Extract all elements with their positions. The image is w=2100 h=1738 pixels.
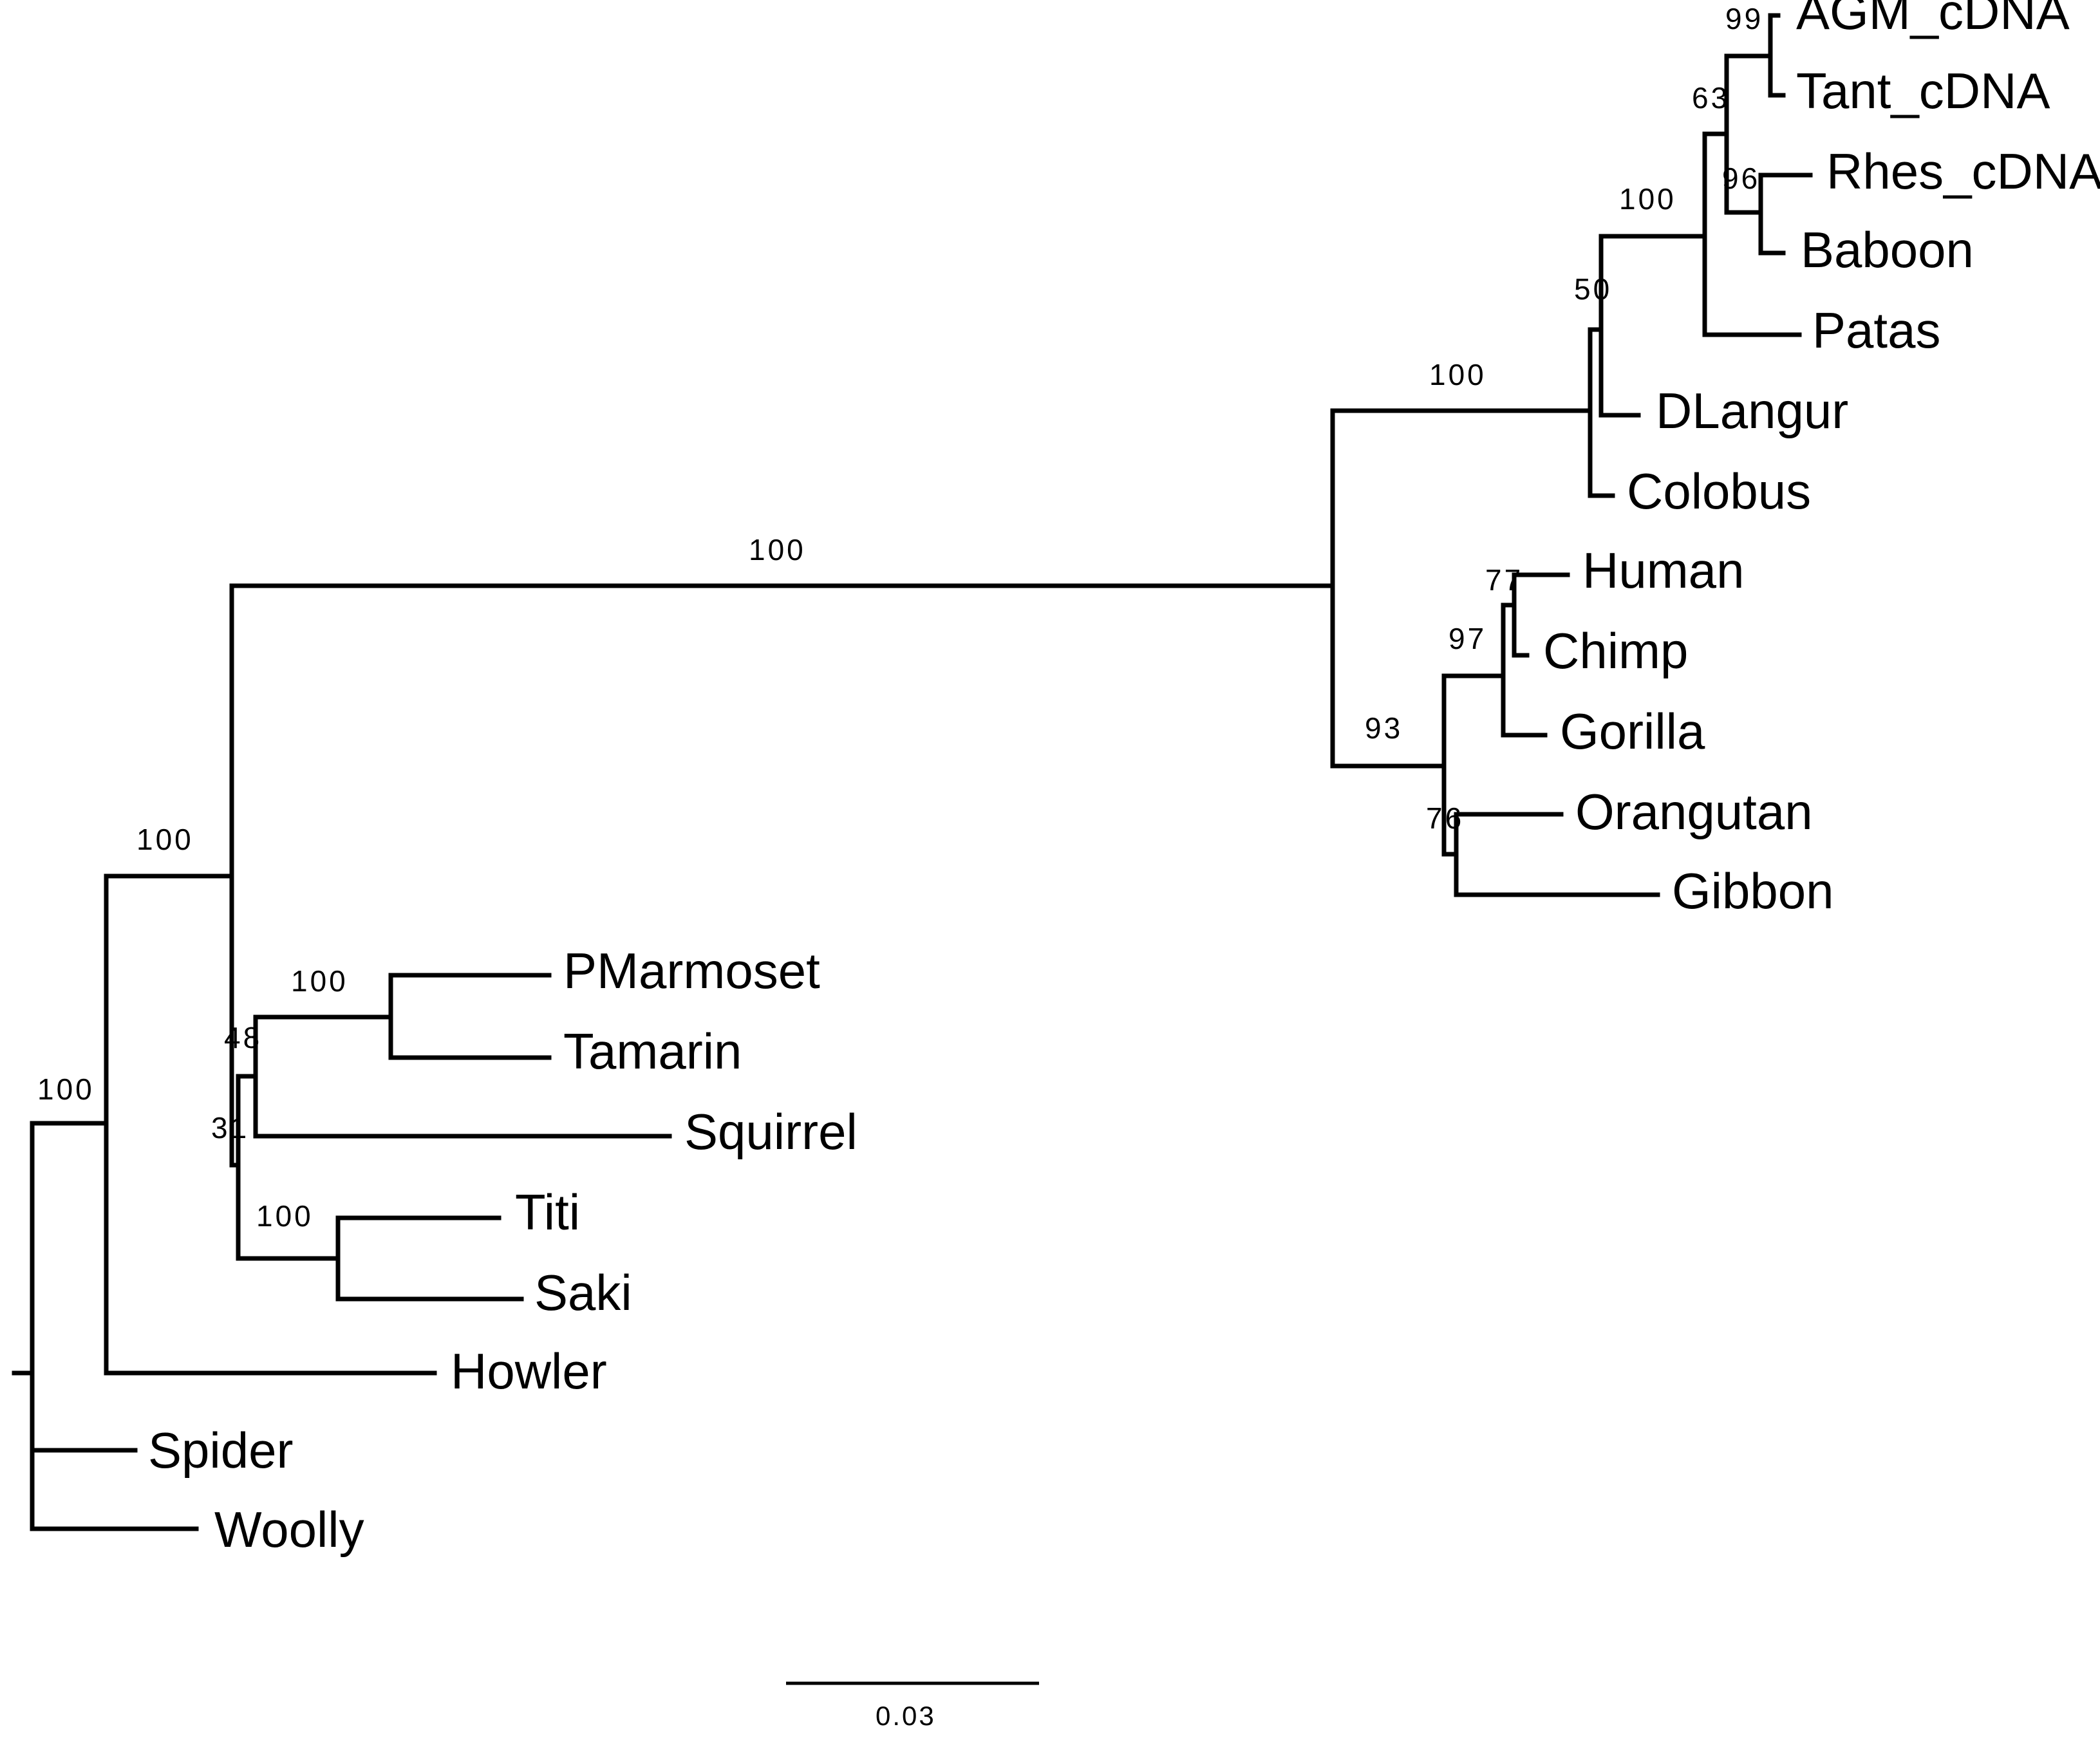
support-value-agm-tant-rhes-baboon: 63 — [1692, 81, 1730, 115]
taxon-label-dlangur: DLangur — [1656, 382, 1848, 439]
taxon-label-rhes-cdna: Rhes_cDNA — [1826, 143, 2100, 200]
support-value-agm-tant: 99 — [1725, 2, 1763, 35]
taxon-label-chimp: Chimp — [1543, 622, 1688, 679]
support-value-cebidae-pitheciidae: 31 — [211, 1111, 249, 1145]
tree-branches — [12, 13, 1813, 1531]
taxon-label-human: Human — [1582, 542, 1744, 599]
scale-bar: 0.03 — [786, 1681, 1039, 1731]
scale-bar-label: 0.03 — [876, 1701, 936, 1731]
taxon-label-gorilla: Gorilla — [1560, 703, 1705, 760]
support-value-titi-saki: 100 — [256, 1199, 314, 1233]
support-value-cercopithecini: 100 — [1619, 182, 1676, 216]
taxon-label-patas: Patas — [1812, 302, 1940, 359]
taxon-label-orangutan: Orangutan — [1575, 783, 1813, 840]
taxon-label-howler: Howler — [451, 1343, 607, 1399]
support-value-pmarmoset-tamarin: 100 — [291, 964, 348, 998]
support-value-anthropoid-core: 100 — [136, 823, 194, 856]
taxon-label-gibbon: Gibbon — [1672, 863, 1834, 919]
support-value-human-chimp: 77 — [1485, 563, 1523, 597]
taxon-label-pmarmoset: PMarmoset — [563, 942, 820, 999]
taxon-label-tamarin: Tamarin — [563, 1023, 742, 1079]
taxon-label-titi: Titi — [515, 1184, 580, 1240]
support-value-old-world-monkeys: 100 — [1429, 358, 1486, 391]
support-value-hominoidea: 93 — [1365, 711, 1403, 745]
taxon-label-saki: Saki — [534, 1264, 632, 1321]
support-value-colobinae-split: 50 — [1574, 272, 1612, 306]
support-value-african-apes: 97 — [1448, 622, 1486, 655]
taxon-label-agm-cdna: AGM_cDNA — [1796, 0, 2070, 40]
taxon-label-woolly: Woolly — [214, 1501, 364, 1558]
support-value-rhes-baboon: 96 — [1722, 162, 1760, 195]
tree-labels: AGM_cDNA Tant_cDNA Rhes_cDNA BaboonPatasDLa… — [37, 0, 2100, 1558]
taxon-label-baboon: Baboon — [1801, 221, 1974, 278]
support-value-orangutan-gibbon: 76 — [1426, 801, 1464, 835]
support-value-callitrichidae-squirrel: 48 — [224, 1021, 262, 1054]
taxon-label-squirrel: Squirrel — [684, 1103, 858, 1160]
support-value-catarrhini: 100 — [749, 533, 806, 566]
taxon-label-colobus: Colobus — [1627, 463, 1811, 519]
support-value-root-clade: 100 — [37, 1072, 95, 1106]
taxon-label-spider: Spider — [148, 1422, 293, 1479]
taxon-label-tant-cdna: Tant_cDNA — [1796, 62, 2050, 119]
